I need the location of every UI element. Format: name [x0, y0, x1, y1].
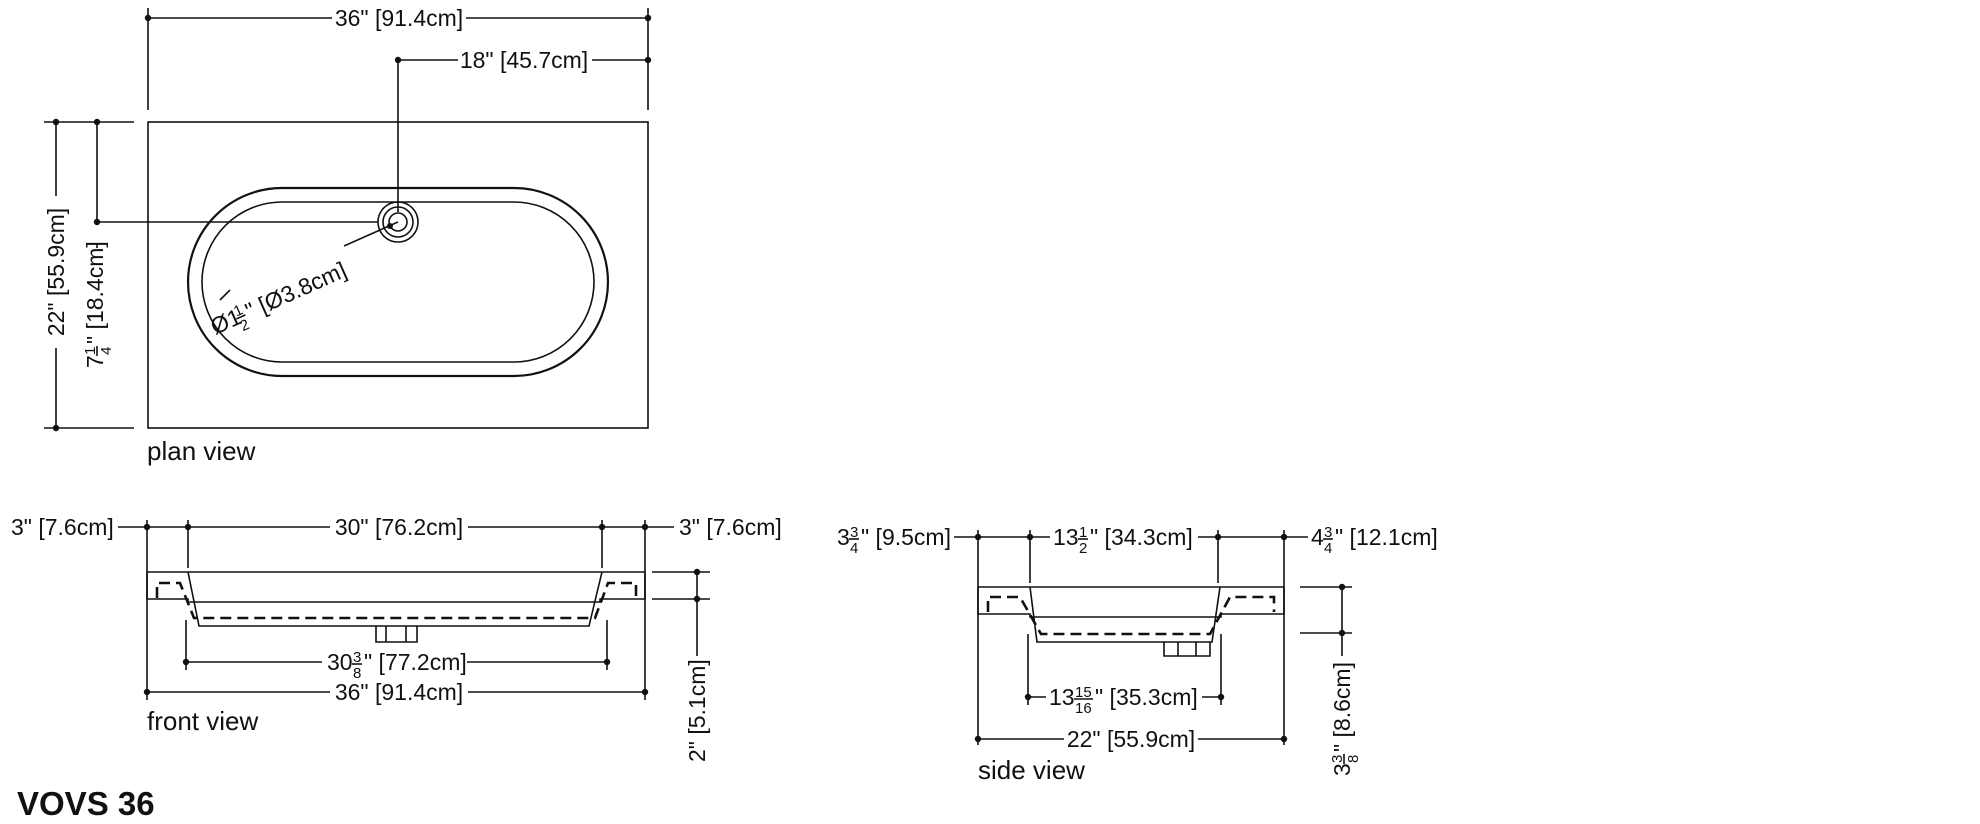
plan-drain-diameter-label: Ø1 1 2 " [Ø3.8cm]: [206, 256, 350, 339]
svg-text:" [9.5cm]: " [9.5cm]: [861, 524, 951, 550]
svg-text:" [34.3cm]: " [34.3cm]: [1090, 524, 1193, 550]
svg-text:15: 15: [1075, 684, 1092, 701]
side-basin-top-label: 13 1 2 " [34.3cm]: [1053, 524, 1193, 557]
svg-text:13: 13: [1053, 524, 1079, 550]
svg-text:1: 1: [82, 347, 99, 355]
svg-text:1: 1: [1079, 524, 1087, 541]
product-title: VOVS 36: [17, 785, 155, 822]
svg-text:16: 16: [1075, 700, 1092, 717]
front-basin-inner-dashed: [155, 581, 638, 620]
plan-drain-back-label: 7 1 4 " [18.4cm]: [82, 241, 115, 368]
side-basin-bottom-label: 13 15 16 " [35.3cm]: [1049, 684, 1198, 717]
front-basin-top-label: 30" [76.2cm]: [335, 514, 463, 540]
front-thickness-label: 2" [5.1cm]: [684, 659, 710, 762]
svg-text:4: 4: [1311, 524, 1324, 550]
svg-text:4: 4: [98, 347, 115, 355]
side-height-label: 3 3 8 " [8.6cm]: [1329, 662, 1362, 776]
side-front-margin-label: 3 3 4 " [9.5cm]: [837, 524, 951, 557]
front-view: 3" [7.6cm] 30" [76.2cm] 3" [7.6cm] 30 3 …: [11, 514, 782, 762]
svg-text:" [77.2cm]: " [77.2cm]: [364, 649, 467, 675]
plan-view-caption: plan view: [147, 436, 256, 466]
front-overall-label: 36" [91.4cm]: [335, 679, 463, 705]
plan-view: 36" [91.4cm] 18" [45.7cm] 22" [55.9cm] 7…: [43, 5, 652, 466]
plan-width-label: 36" [91.4cm]: [335, 5, 463, 31]
side-overall-label: 22" [55.9cm]: [1067, 726, 1195, 752]
svg-text:" [35.3cm]: " [35.3cm]: [1095, 684, 1198, 710]
svg-text:3: 3: [1329, 763, 1355, 776]
front-basin-bottom-label: 30 3 8 " [77.2cm]: [327, 649, 467, 682]
svg-text:2: 2: [1079, 540, 1087, 557]
plan-drain-offset-label: 18" [45.7cm]: [460, 47, 588, 73]
svg-text:3: 3: [1324, 524, 1332, 541]
side-drain-body: [1163, 642, 1211, 657]
svg-text:3: 3: [837, 524, 850, 550]
plan-basin-inner: [201, 201, 595, 363]
svg-text:3: 3: [353, 649, 361, 666]
svg-text:8: 8: [353, 665, 361, 682]
drain-inner-ring: [388, 212, 408, 232]
svg-text:" [8.6cm]: " [8.6cm]: [1329, 662, 1355, 752]
svg-text:" [Ø3.8cm]: " [Ø3.8cm]: [241, 256, 350, 324]
svg-text:3: 3: [850, 524, 858, 541]
svg-text:30: 30: [327, 649, 353, 675]
svg-text:7: 7: [82, 355, 108, 368]
side-basin-inner-dashed: [986, 595, 1276, 636]
front-view-caption: front view: [147, 706, 258, 736]
plan-basin-outer: [186, 186, 610, 378]
svg-text:13: 13: [1049, 684, 1075, 710]
side-view: 3 3 4 " [9.5cm] 13 1 2 " [34.3cm] 4 3 4 …: [837, 524, 1438, 785]
side-view-caption: side view: [978, 755, 1085, 785]
front-top-slab: [146, 571, 646, 603]
plan-depth-label: 22" [55.9cm]: [43, 208, 69, 336]
svg-text:" [18.4cm]: " [18.4cm]: [82, 241, 108, 344]
front-right-margin-label: 3" [7.6cm]: [679, 514, 782, 540]
front-drain-body: [375, 626, 418, 643]
front-left-margin-label: 3" [7.6cm]: [11, 514, 114, 540]
svg-text:4: 4: [1324, 540, 1332, 557]
front-basin-outline: [187, 571, 603, 627]
svg-text:4: 4: [850, 540, 858, 557]
svg-text:8: 8: [1345, 755, 1362, 763]
svg-text:3: 3: [1329, 755, 1346, 763]
side-basin-outline: [1029, 586, 1221, 643]
svg-text:" [12.1cm]: " [12.1cm]: [1335, 524, 1438, 550]
side-back-margin-label: 4 3 4 " [12.1cm]: [1311, 524, 1438, 557]
